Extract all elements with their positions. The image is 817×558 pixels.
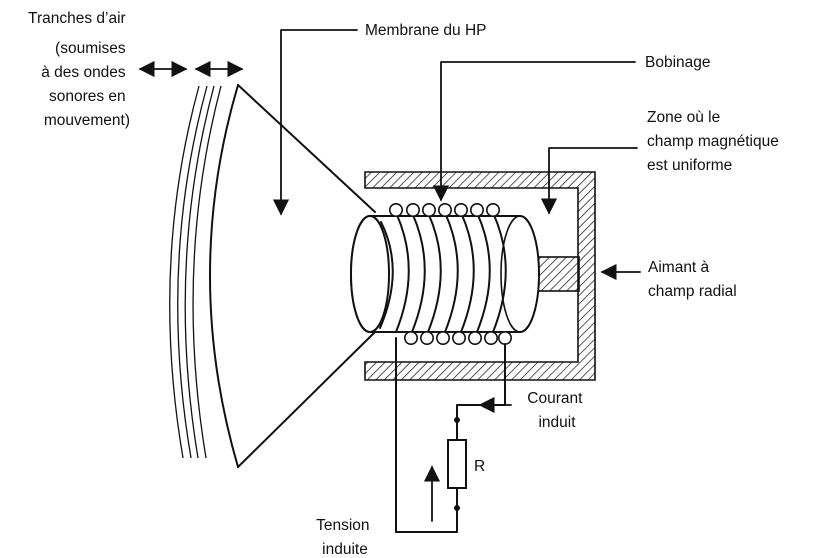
voice-coil-cylinder [350,215,540,333]
air-slices-label: Tranches d’air (soumises à des ondes son… [28,10,130,129]
uniform-field-label: Zone où le champ magnétique est uniforme [647,109,783,174]
coil-label: Bobinage [645,54,711,71]
induced-current-label: Courant induit [527,390,586,431]
resistor [447,439,467,489]
radial-magnet-label: Aimant à champ radial [648,259,737,300]
circuit-wires [395,337,506,533]
speaker-membrane [209,84,376,468]
pointer-arrows [272,29,641,522]
membrane-label: Membrane du HP [365,22,486,39]
induced-voltage-label: Tension induite [316,517,374,558]
coil-wire-sections-bottom [403,330,512,345]
coil-wire-sections-top [388,203,500,218]
resistor-label: R [474,458,485,475]
coil-windings [379,214,507,333]
air-slices [169,85,222,459]
